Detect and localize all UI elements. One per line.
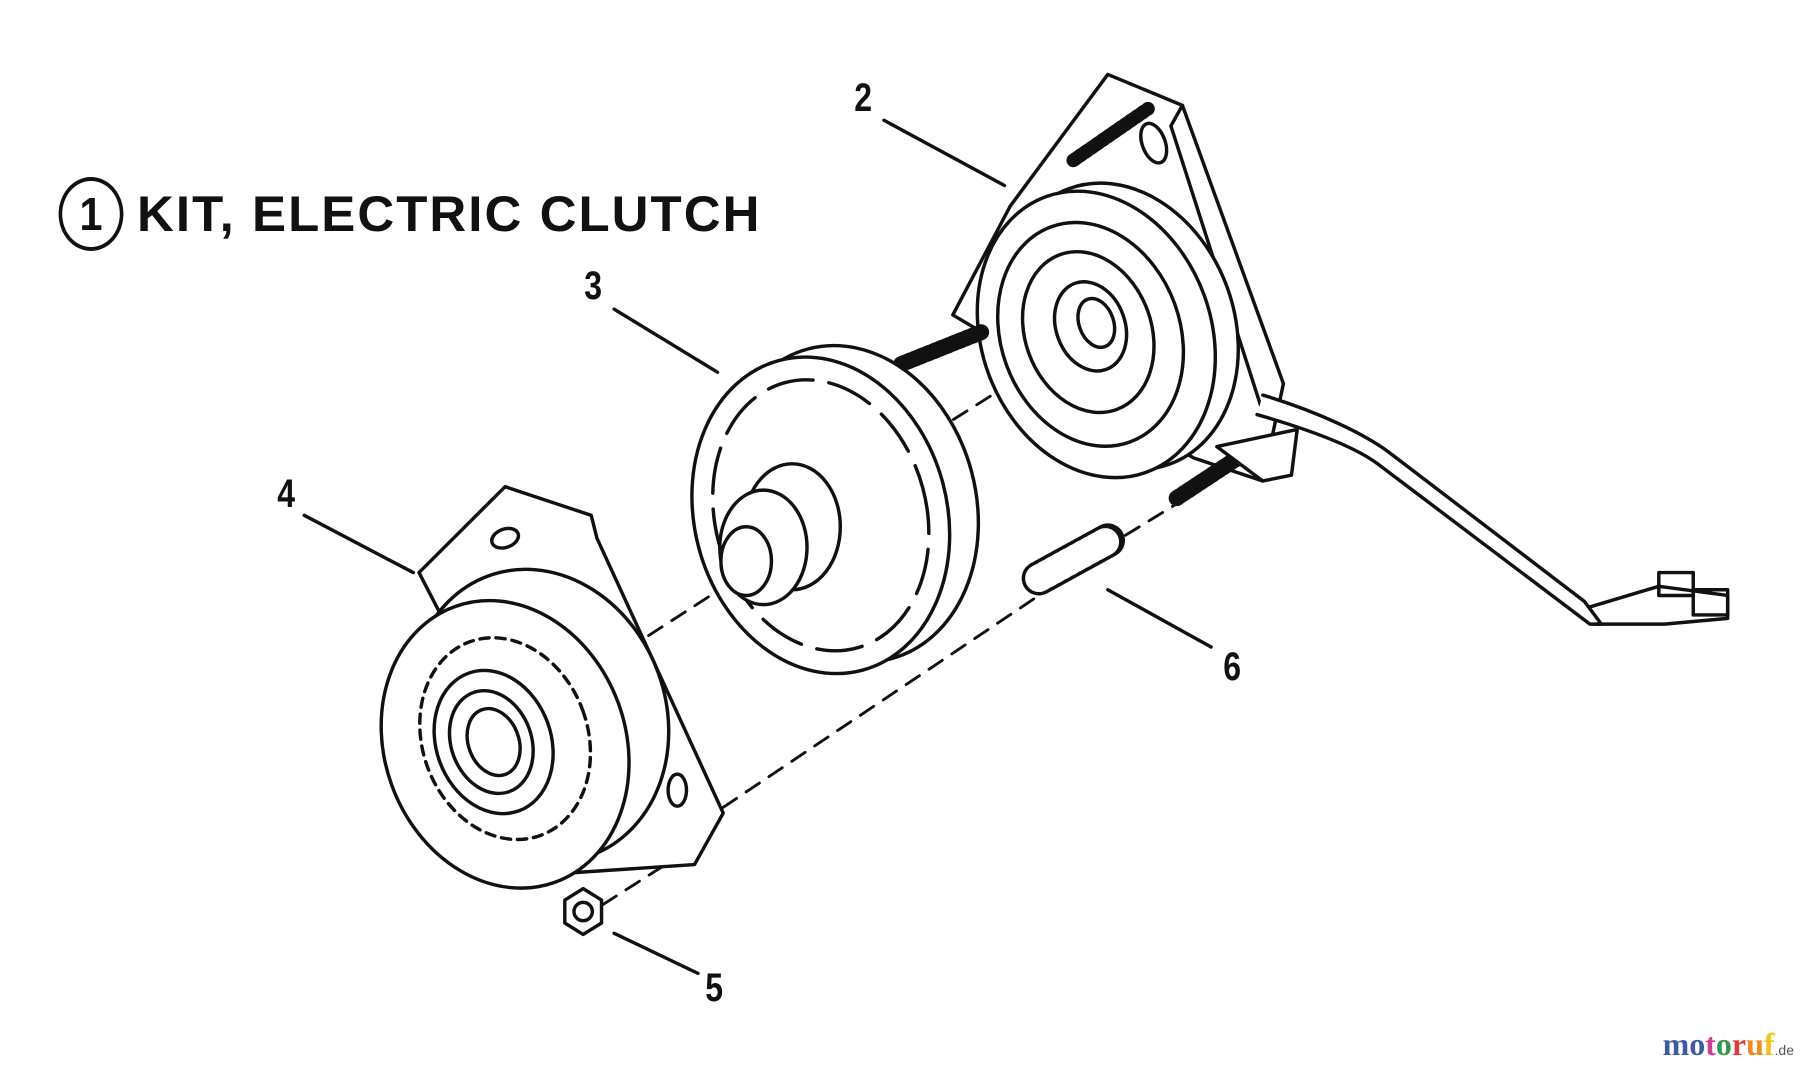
part-field-coil — [893, 72, 1730, 626]
callout-2: 2 — [854, 76, 873, 120]
kit-title-text: KIT, ELECTRIC CLUTCH — [137, 186, 762, 242]
part-nut — [563, 886, 604, 937]
watermark-suffix: .de — [1774, 1042, 1794, 1058]
kit-number-badge: 1 — [58, 177, 124, 251]
part-spring — [1021, 523, 1125, 596]
callout-5: 5 — [705, 966, 724, 1010]
part-armature — [690, 343, 981, 676]
callout-6: 6 — [1223, 645, 1242, 689]
kit-title: 1 KIT, ELECTRIC CLUTCH — [55, 176, 759, 252]
callout-3: 3 — [584, 264, 603, 308]
callout-4: 4 — [277, 472, 296, 516]
part-pulley — [379, 484, 725, 890]
watermark-logo: motoruf.de — [1662, 1026, 1794, 1062]
leader-lines — [302, 118, 1213, 976]
